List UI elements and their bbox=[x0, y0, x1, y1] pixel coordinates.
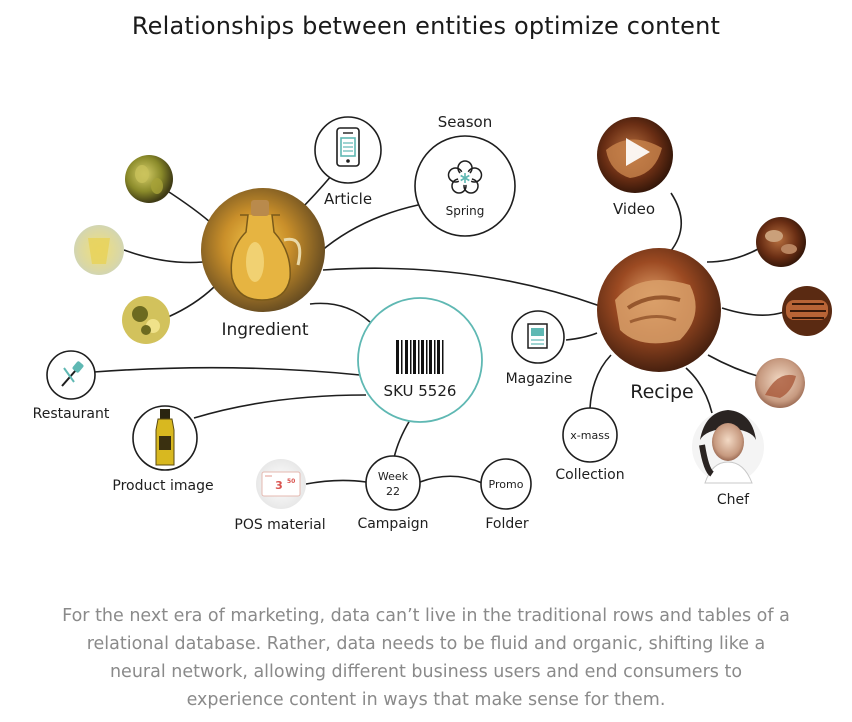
magazine-label: Magazine bbox=[506, 371, 573, 387]
meat-slice bbox=[781, 244, 797, 254]
pos-price: 3 bbox=[275, 479, 283, 492]
pos-material-label: POS material bbox=[234, 517, 325, 533]
olive-bowl-node[interactable] bbox=[122, 296, 170, 344]
campaign-label: Campaign bbox=[357, 516, 428, 532]
roast-image bbox=[615, 280, 696, 344]
meat-shape bbox=[765, 374, 796, 398]
pos-material-node[interactable]: 3 50 POS material bbox=[234, 459, 326, 533]
week-label: Week bbox=[378, 470, 409, 483]
seasoning-node[interactable] bbox=[755, 358, 805, 408]
folder-node[interactable]: Promo Folder bbox=[480, 458, 532, 532]
chef-label: Chef bbox=[717, 492, 750, 508]
folder-label: Folder bbox=[485, 516, 529, 532]
promo-label: Promo bbox=[489, 478, 524, 491]
olive-oil-glass-node[interactable] bbox=[74, 225, 124, 275]
price-tag-image: 3 50 bbox=[261, 471, 301, 497]
entity-network-diagram: Ingredient bbox=[33, 113, 832, 533]
ingredient-label: Ingredient bbox=[221, 320, 308, 340]
magazine-icon bbox=[527, 323, 548, 349]
chef-portrait bbox=[699, 410, 756, 484]
collection-label: Collection bbox=[555, 467, 624, 483]
olive-shape bbox=[132, 306, 148, 322]
flower-icon bbox=[447, 160, 483, 194]
season-node[interactable]: Season Spring bbox=[414, 113, 516, 237]
pos-price-cents: 50 bbox=[287, 478, 295, 485]
oil-jug-image bbox=[230, 200, 302, 301]
sliced-meat-node[interactable] bbox=[756, 217, 806, 267]
sku-label: SKU 5526 bbox=[384, 382, 457, 400]
dropper-icon bbox=[61, 361, 84, 387]
campaign-node[interactable]: Week 22 Campaign bbox=[357, 455, 429, 532]
oil-glass-shape bbox=[88, 238, 110, 264]
ingredient-node[interactable]: Ingredient bbox=[201, 188, 325, 340]
restaurant-node[interactable]: Restaurant bbox=[33, 350, 110, 422]
phone-icon bbox=[336, 127, 360, 167]
grilled-meat-node[interactable] bbox=[782, 286, 832, 336]
page-title: Relationships between entities optimize … bbox=[131, 12, 721, 40]
season-label: Season bbox=[438, 113, 492, 131]
product-image-node[interactable]: Product image bbox=[112, 405, 214, 494]
xmass-label: x-mass bbox=[570, 429, 610, 442]
caption-paragraph: For the next era of marketing, data can’… bbox=[62, 606, 790, 710]
article-label: Article bbox=[324, 190, 372, 208]
meat-slice bbox=[765, 230, 783, 242]
magazine-node[interactable]: Magazine bbox=[506, 310, 573, 387]
product-image-label: Product image bbox=[112, 478, 213, 494]
olive-shape bbox=[141, 325, 151, 335]
video-node[interactable]: Video bbox=[597, 117, 673, 218]
olive-shape bbox=[151, 178, 163, 194]
collection-node[interactable]: x-mass Collection bbox=[555, 407, 625, 483]
sku-node[interactable]: SKU 5526 bbox=[357, 297, 483, 423]
chef-node[interactable]: Chef bbox=[692, 410, 764, 508]
recipe-node[interactable]: Recipe bbox=[597, 248, 721, 403]
recipe-label: Recipe bbox=[630, 381, 694, 403]
spring-label: Spring bbox=[446, 204, 485, 218]
olive-shape bbox=[135, 165, 149, 183]
barcode-icon bbox=[396, 340, 444, 374]
week-number: 22 bbox=[386, 485, 400, 498]
video-label: Video bbox=[613, 200, 655, 218]
play-icon bbox=[626, 138, 650, 166]
article-node[interactable]: Article bbox=[314, 116, 382, 208]
oil-bottle-icon bbox=[155, 409, 175, 466]
restaurant-label: Restaurant bbox=[33, 406, 110, 422]
olives-node[interactable] bbox=[125, 155, 173, 203]
